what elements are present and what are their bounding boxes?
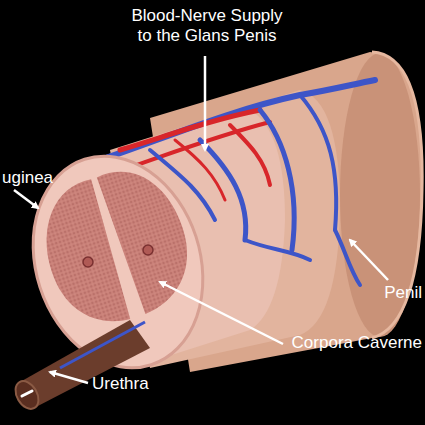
part-label: Urethra bbox=[92, 374, 149, 394]
part-label: uginea bbox=[2, 168, 53, 188]
corpus-right bbox=[97, 157, 205, 316]
part-label: Blood-Nerve Supply to the Glans Penis bbox=[122, 6, 292, 45]
urethra-tube bbox=[20, 320, 150, 408]
part-label: Corpora Caverne bbox=[292, 333, 422, 353]
part-label: Penil bbox=[384, 283, 422, 303]
